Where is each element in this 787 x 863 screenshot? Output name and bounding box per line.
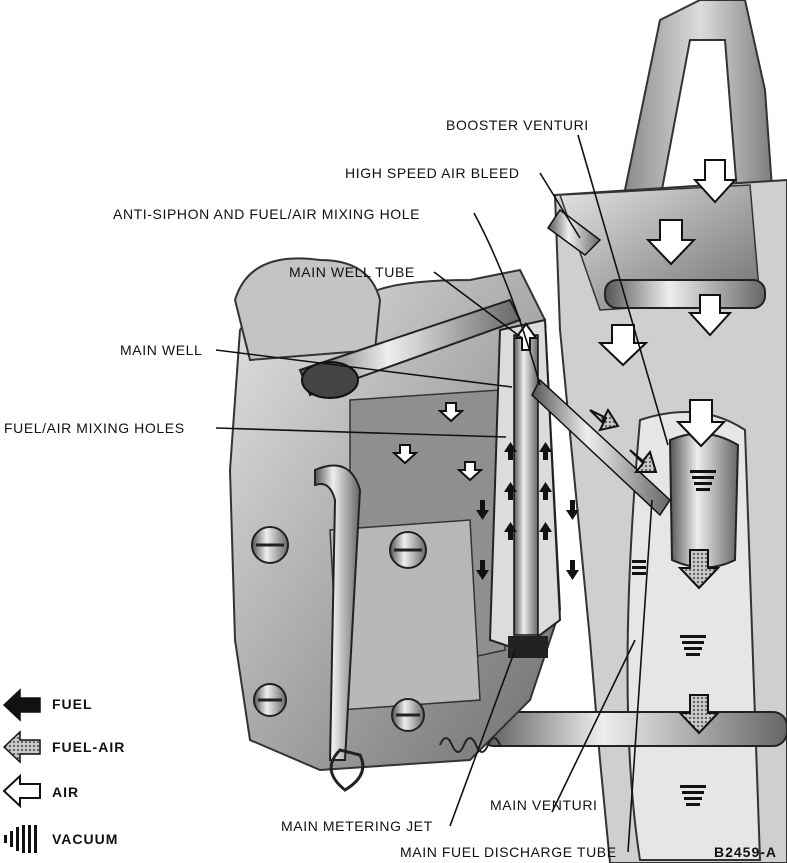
legend-fuel-label: FUEL [52, 696, 93, 712]
legend-fuel-air-label: FUEL-AIR [52, 739, 125, 755]
vacuum-arrow-icon [4, 825, 37, 853]
label-booster-venturi: BOOSTER VENTURI [446, 117, 589, 133]
legend-air-label: AIR [52, 784, 79, 800]
label-main-well-tube: MAIN WELL TUBE [289, 264, 415, 280]
label-main-well: MAIN WELL [120, 342, 202, 358]
carburetor-body [228, 0, 787, 863]
label-main-metering-jet: MAIN METERING JET [281, 818, 433, 834]
label-anti-siphon-hole: ANTI-SIPHON AND FUEL/AIR MIXING HOLE [113, 206, 420, 222]
air-arrow-icon [2, 773, 41, 809]
label-main-fuel-discharge-tube: MAIN FUEL DISCHARGE TUBE [400, 844, 617, 860]
legend-air: AIR [2, 773, 79, 809]
label-high-speed-air-bleed: HIGH SPEED AIR BLEED [345, 165, 520, 181]
label-fuel-air-mixing-holes: FUEL/AIR MIXING HOLES [4, 420, 185, 436]
fuel-air-arrow-icon [2, 730, 41, 764]
label-main-venturi: MAIN VENTURI [490, 797, 598, 813]
legend-fuel-air: FUEL-AIR [2, 730, 125, 764]
legend-fuel: FUEL [2, 688, 93, 722]
legend-vacuum-label: VACUUM [52, 831, 118, 847]
legend: FUEL FUEL-AIR AIR VACUUM [2, 688, 125, 853]
leader-lines [215, 134, 669, 853]
legend-vacuum: VACUUM [4, 825, 118, 853]
flow-arrows [391, 159, 738, 806]
figure-code: B2459-A [714, 844, 777, 860]
fuel-arrow-icon [2, 688, 41, 722]
